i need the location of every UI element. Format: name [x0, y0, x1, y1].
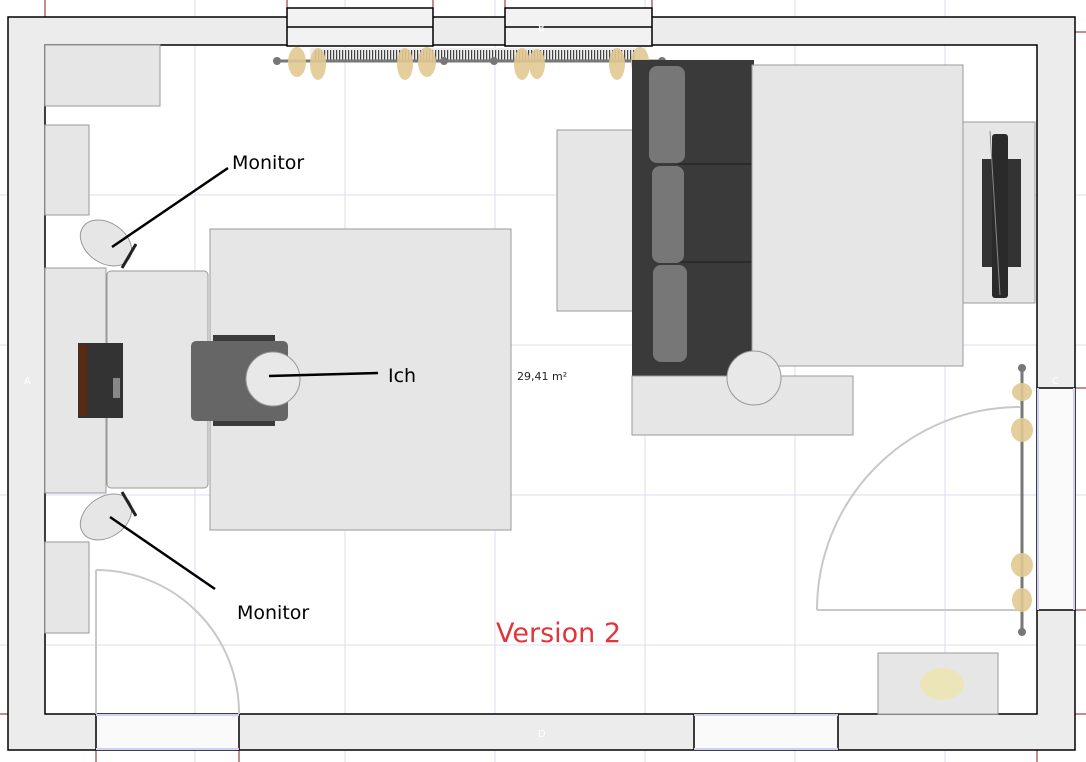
side-table-left[interactable] — [556, 129, 634, 312]
pointer-line-me — [268, 371, 379, 378]
sofa-cushion — [652, 166, 684, 263]
door-opening-right[interactable] — [1037, 387, 1075, 611]
office-chair[interactable] — [191, 335, 301, 426]
sofa-cushion — [653, 265, 687, 362]
shelf-left-top[interactable] — [44, 124, 90, 216]
tv[interactable] — [982, 130, 1021, 298]
sofa-cushion — [649, 66, 685, 163]
wall-label-c: C — [1052, 376, 1059, 387]
door-opening-bottom-left[interactable] — [95, 714, 240, 750]
annotation-me: Ich — [388, 365, 416, 387]
pointer-line-monitor-top — [111, 166, 229, 249]
annotation-monitor-top: Monitor — [232, 152, 304, 174]
curtain-rod-right — [1011, 364, 1033, 636]
window-top-right[interactable] — [504, 7, 653, 47]
version-label: Version 2 — [496, 618, 621, 649]
monitor-bottom[interactable] — [72, 485, 141, 550]
door-swing-right — [816, 406, 1021, 611]
small-table-bottom-right[interactable] — [877, 652, 999, 715]
bed[interactable] — [751, 64, 964, 367]
door-swing-bottom-left — [95, 569, 241, 715]
radiator-top — [310, 48, 640, 62]
room-area: 29,41 m² — [517, 370, 567, 383]
wall-label-d: D — [538, 729, 546, 740]
wall-label-b: B — [538, 23, 545, 34]
window-opening-bottom-right[interactable] — [693, 714, 839, 750]
annotation-monitor-bottom: Monitor — [237, 602, 309, 624]
shelf-left-bottom[interactable] — [44, 541, 90, 634]
monitor-top[interactable] — [72, 211, 141, 276]
wall-label-a: A — [24, 376, 31, 387]
plant-pot — [920, 668, 964, 700]
laptop[interactable] — [78, 343, 123, 418]
window-top-left[interactable] — [286, 7, 434, 47]
sofa[interactable] — [632, 60, 754, 377]
stool[interactable] — [726, 350, 782, 406]
pointer-line-monitor-bottom — [109, 515, 216, 591]
cabinet-top-left[interactable] — [44, 44, 161, 107]
